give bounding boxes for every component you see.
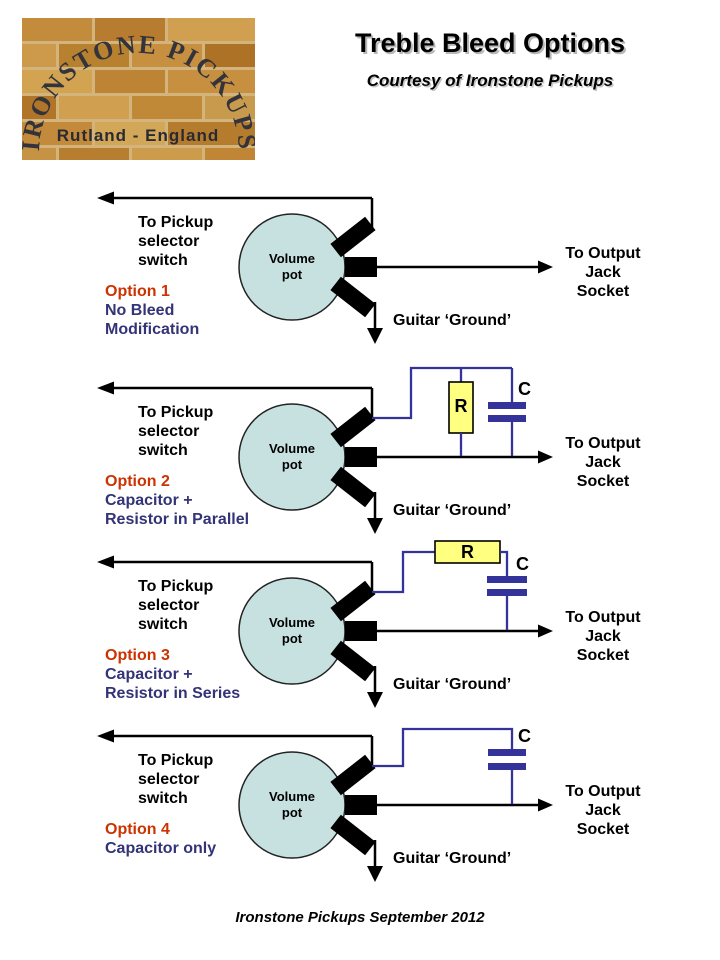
resistor-body bbox=[448, 381, 474, 434]
capacitor-plate bbox=[488, 763, 526, 770]
output-jack-label: To Output Jack Socket bbox=[565, 783, 641, 838]
pot-lug bbox=[330, 466, 376, 508]
option-2-title: Option 2 bbox=[105, 473, 170, 490]
option-1-description: No Bleed Modification bbox=[105, 302, 200, 338]
option-1-circuit bbox=[97, 191, 553, 344]
resistor-label: R bbox=[454, 396, 468, 416]
capacitor-plate bbox=[488, 415, 526, 422]
volume-pot-label: Volume pot bbox=[269, 789, 315, 820]
volume-pot-label: Volume pot bbox=[269, 251, 315, 282]
pot-lug bbox=[330, 276, 376, 318]
pot-lug bbox=[345, 257, 377, 277]
pickup-selector-label: To Pickup selector switch bbox=[138, 404, 214, 459]
bleed-wire bbox=[372, 550, 436, 594]
pot-lug bbox=[330, 580, 376, 622]
ground-label: Guitar ‘Ground’ bbox=[393, 676, 512, 693]
bleed-wire bbox=[372, 366, 512, 420]
logo-location-text: Rutland - England bbox=[57, 126, 219, 145]
ironstone-logo: IRONSTONE PICKUPS Rutland - England bbox=[16, 18, 260, 160]
left-arrowhead bbox=[97, 381, 114, 395]
output-arrowhead bbox=[538, 798, 553, 812]
page-title: Treble Bleed Options bbox=[354, 28, 626, 58]
option-3-description: Capacitor + Resistor in Series bbox=[105, 666, 241, 702]
ground-arrowhead bbox=[367, 866, 383, 882]
pot-lug bbox=[330, 406, 376, 448]
volume-pot-label: Volume pot bbox=[269, 615, 315, 646]
ground-arrowhead bbox=[367, 692, 383, 708]
output-arrowhead bbox=[538, 624, 553, 638]
pot-lug bbox=[345, 621, 377, 641]
capacitor-plate bbox=[487, 589, 527, 596]
capacitor-plate bbox=[487, 576, 527, 583]
option-2-circuit bbox=[97, 366, 553, 534]
left-arrowhead bbox=[97, 191, 114, 205]
option-1-title: Option 1 bbox=[105, 283, 170, 300]
volume-pot-label: Volume pot bbox=[269, 441, 315, 472]
capacitor-label: C bbox=[518, 379, 531, 399]
pickup-selector-label: To Pickup selector switch bbox=[138, 752, 214, 807]
page-subtitle: Courtesy of Ironstone Pickups bbox=[366, 71, 614, 90]
left-arrowhead bbox=[97, 729, 114, 743]
pot-lug bbox=[345, 795, 377, 815]
ground-arrowhead bbox=[367, 518, 383, 534]
capacitor-plate bbox=[488, 749, 526, 756]
ground-label: Guitar ‘Ground’ bbox=[393, 312, 512, 329]
pot-lug bbox=[330, 814, 376, 856]
capacitor-plate bbox=[488, 402, 526, 409]
ground-arrowhead bbox=[367, 328, 383, 344]
capacitor-label: C bbox=[518, 726, 531, 746]
output-jack-label: To Output Jack Socket bbox=[565, 435, 641, 490]
option-4-circuit bbox=[97, 727, 553, 882]
footer-credit: Ironstone Pickups September 2012 bbox=[235, 909, 485, 926]
pot-lug bbox=[345, 447, 377, 467]
pickup-selector-label: To Pickup selector switch bbox=[138, 214, 214, 269]
option-2-description: Capacitor + Resistor in Parallel bbox=[105, 492, 250, 528]
option-3-circuit bbox=[97, 540, 553, 708]
option-3-title: Option 3 bbox=[105, 647, 170, 664]
left-arrowhead bbox=[97, 555, 114, 569]
output-jack-label: To Output Jack Socket bbox=[565, 609, 641, 664]
bleed-wire bbox=[372, 727, 514, 768]
resistor-label: R bbox=[461, 542, 474, 562]
pickup-selector-label: To Pickup selector switch bbox=[138, 578, 214, 633]
brick-wall-logo-image: IRONSTONE PICKUPS Rutland - England bbox=[16, 18, 260, 160]
pot-lug bbox=[330, 216, 376, 258]
pot-lug bbox=[330, 640, 376, 682]
option-4-title: Option 4 bbox=[105, 821, 170, 838]
output-arrowhead bbox=[538, 450, 553, 464]
ground-label: Guitar ‘Ground’ bbox=[393, 850, 512, 867]
output-arrowhead bbox=[538, 260, 553, 274]
capacitor-label: C bbox=[516, 554, 529, 574]
pot-lug bbox=[330, 754, 376, 796]
output-jack-label: To Output Jack Socket bbox=[565, 245, 641, 300]
option-4-description: Capacitor only bbox=[105, 840, 217, 857]
ground-label: Guitar ‘Ground’ bbox=[393, 502, 512, 519]
brick-texture bbox=[22, 18, 255, 160]
